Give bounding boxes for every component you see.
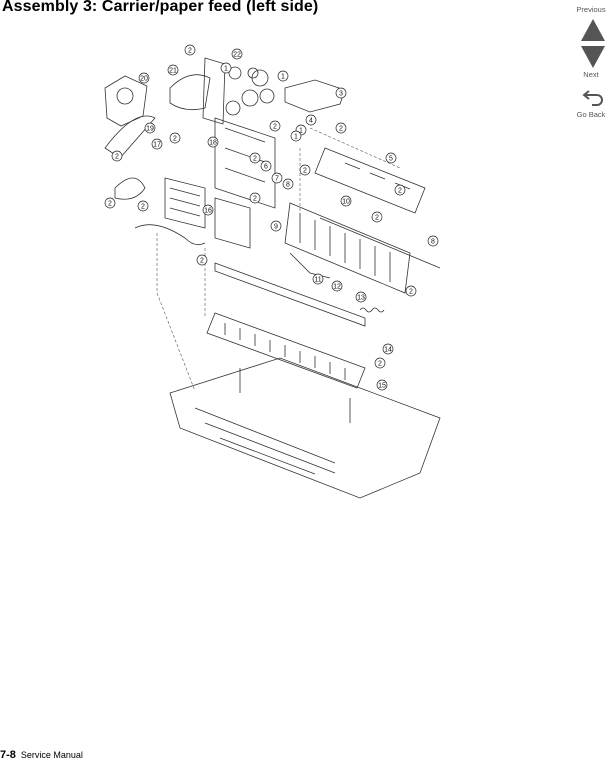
callouts: 2 22 20 21 1 1 3 2 4 2 19 2 18 1 2 17 5 … xyxy=(104,44,439,391)
callout-2k: 2 xyxy=(200,258,204,265)
callout-2d: 2 xyxy=(173,136,177,143)
callout-12: 12 xyxy=(333,284,341,291)
callout-2j: 2 xyxy=(375,215,379,222)
callout-2b: 2 xyxy=(273,124,277,131)
callout-1d: 1 xyxy=(294,134,298,141)
callout-2f: 2 xyxy=(303,168,307,175)
callout-2c: 2 xyxy=(339,126,343,133)
callout-14: 14 xyxy=(384,347,392,354)
nav-go-back[interactable]: Go Back xyxy=(572,110,608,119)
center-frame xyxy=(214,117,276,209)
callout-4: 4 xyxy=(309,118,313,125)
page-title: Assembly 3: Carrier/paper feed (left sid… xyxy=(2,0,319,15)
callout-18: 18 xyxy=(209,140,217,147)
page-footer: 7-8 Service Manual xyxy=(0,749,83,761)
callout-2h: 2 xyxy=(141,204,145,211)
callout-16: 16 xyxy=(204,208,212,215)
nav-next[interactable]: Next xyxy=(572,70,608,79)
callout-2g: 2 xyxy=(108,201,112,208)
callout-8b: 8 xyxy=(431,239,435,246)
callout-2e: 2 xyxy=(115,154,119,161)
callout-2o: 2 xyxy=(398,188,402,195)
callout-20: 20 xyxy=(140,76,148,83)
side-rail xyxy=(314,147,426,214)
callout-3: 3 xyxy=(339,91,343,98)
callout-9: 9 xyxy=(274,224,278,231)
callout-19: 19 xyxy=(146,126,154,133)
footer-text: Service Manual xyxy=(20,750,83,760)
callout-15: 15 xyxy=(378,383,386,390)
next-label[interactable]: Next xyxy=(583,70,599,79)
callout-21: 21 xyxy=(169,68,177,75)
previous-label[interactable]: Previous xyxy=(576,5,606,14)
paper-guide xyxy=(284,202,411,294)
previous-arrow-icon[interactable] xyxy=(580,18,606,42)
rail-bar xyxy=(214,262,366,327)
callout-2l: 2 xyxy=(409,289,413,296)
motor-bracket xyxy=(104,75,148,127)
callout-11: 11 xyxy=(314,277,321,284)
carrier-assembly xyxy=(164,177,206,229)
footer-page-number: 7-8 xyxy=(0,749,16,761)
go-back-label[interactable]: Go Back xyxy=(576,110,606,119)
carrier-arm xyxy=(104,115,156,159)
next-arrow-icon[interactable] xyxy=(580,45,606,69)
callout-2a: 2 xyxy=(188,48,192,55)
lower-guide xyxy=(206,312,366,389)
callout-8a: 8 xyxy=(286,182,290,189)
callout-2m: 2 xyxy=(378,361,382,368)
gear-bracket xyxy=(284,79,346,113)
callout-13: 13 xyxy=(357,295,365,302)
callout-7: 7 xyxy=(275,176,279,183)
go-back-icon[interactable] xyxy=(582,88,606,108)
callout-22: 22 xyxy=(233,52,241,59)
callout-2n: 2 xyxy=(253,156,257,163)
exploded-assembly-diagram: 2 22 20 21 1 1 3 2 4 2 19 2 18 1 2 17 5 … xyxy=(104,44,441,499)
callout-6: 6 xyxy=(264,164,268,171)
base-tray xyxy=(169,357,441,499)
callout-10: 10 xyxy=(342,199,350,206)
callout-5: 5 xyxy=(389,156,393,163)
callout-1a: 1 xyxy=(224,66,228,73)
frame-plate xyxy=(202,57,226,125)
callout-17: 17 xyxy=(153,142,161,149)
callout-1b: 1 xyxy=(281,74,285,81)
callout-1c: 1 xyxy=(299,128,303,135)
nav-previous[interactable]: Previous xyxy=(572,5,608,14)
callout-2i: 2 xyxy=(253,196,257,203)
